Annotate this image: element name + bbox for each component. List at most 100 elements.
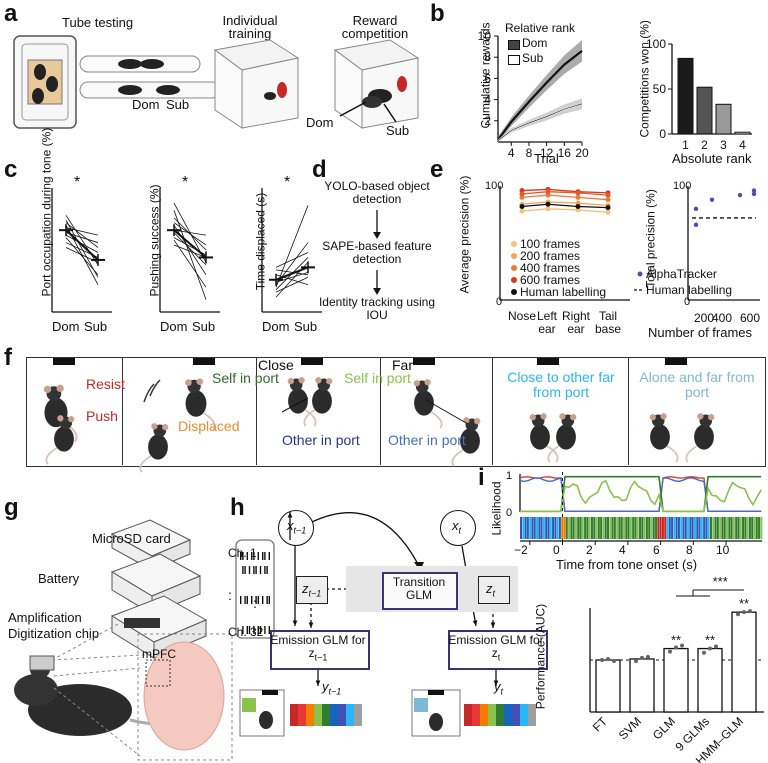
f-mouse-icon — [451, 417, 481, 467]
panel-label-c: c — [4, 156, 18, 183]
c-pair-line — [275, 276, 309, 293]
f-mouse-icon — [649, 413, 679, 463]
f-mouse-part — [56, 384, 64, 393]
h-spike — [257, 552, 259, 560]
b-line-xtick-label: 16 — [558, 146, 572, 160]
c-pair-line — [65, 237, 99, 276]
e-precision-point — [605, 197, 611, 203]
i-bar-3 — [697, 647, 723, 713]
c-pair-line — [173, 244, 207, 258]
h-spike — [255, 566, 257, 574]
h-transition-label: Transition GLM — [392, 575, 446, 602]
i-sig-star: ** — [705, 633, 715, 648]
i-bar-category-label: FT — [590, 714, 611, 735]
c-pair-line — [173, 222, 207, 246]
panel-label-d: d — [312, 156, 327, 183]
i-state-bar — [558, 517, 561, 539]
f-close-to-other: Close to other far from port — [507, 369, 615, 400]
i-state-bar — [531, 517, 534, 539]
i-bar-point — [668, 649, 672, 654]
f-mouse-part — [697, 413, 704, 420]
i-bar-1 — [629, 658, 655, 713]
f-mouse-part — [203, 412, 216, 431]
b-bar-ytick-label: 100 — [646, 37, 666, 51]
i-state-bar — [520, 517, 522, 539]
h-state-strip-t — [528, 704, 536, 726]
i-state-bar — [600, 517, 603, 539]
f-mouse-part — [162, 424, 169, 431]
i-state-bar — [698, 517, 701, 539]
f-mouse-part — [68, 416, 75, 423]
f-alone: Alone and far from port — [639, 369, 755, 400]
i-state-bar — [579, 517, 582, 539]
i-state-bar — [675, 517, 678, 539]
f-mouse-part — [529, 414, 536, 421]
f-mouse-icon — [287, 377, 317, 427]
i-state-bar — [568, 517, 571, 539]
h-spike — [255, 596, 257, 604]
f-mouse-icon — [45, 415, 75, 465]
f-far: Far — [392, 357, 413, 373]
i-ytick-0: 0 — [506, 507, 513, 519]
i-sig-star-top: *** — [713, 574, 728, 589]
i-state-bar — [693, 517, 696, 539]
panel-label-b: b — [430, 0, 445, 27]
i-state-bar — [522, 517, 525, 539]
h-channel-dots: : — [253, 595, 257, 611]
f-resist: Resist — [86, 376, 125, 392]
i-state-bar — [707, 517, 710, 539]
i-state-bar — [538, 517, 541, 539]
h-frame-t-color — [414, 698, 428, 712]
i-state-bar — [744, 517, 747, 539]
h-emission-prev-label: Emission GLM for zt−1 — [270, 633, 366, 663]
i-state-bar — [574, 517, 577, 539]
h-z-prev-node — [296, 576, 328, 604]
b-bar-category-label: 1 — [682, 138, 689, 152]
i-sig-star: ** — [671, 633, 681, 648]
reward-competition-label: Reward competition — [341, 13, 409, 41]
i-state-bar — [719, 517, 722, 539]
f-mice-illustration — [43, 358, 715, 473]
i-state-bar — [682, 517, 685, 539]
b-line-band-sub — [498, 98, 582, 142]
h-spike — [268, 552, 270, 560]
h-arrow-x-transition — [311, 512, 421, 569]
h-state-strip-t — [488, 704, 496, 726]
e-legend2-dot — [637, 271, 643, 277]
b-line-xtick-label: 12 — [540, 146, 554, 160]
e-legend2-human: Human labelling — [646, 283, 733, 297]
e-xlabel-2: Number of frames — [648, 325, 753, 340]
i-state-bar — [639, 517, 642, 539]
f-port-marker — [665, 358, 687, 365]
c-pair-line — [65, 227, 99, 236]
h-frame-prev-port — [262, 690, 278, 695]
h-spike — [268, 596, 270, 604]
i-bar-point — [702, 650, 706, 655]
i-state-bar — [526, 517, 529, 539]
f-mouse-part — [185, 379, 192, 386]
i-state-bar — [730, 517, 733, 539]
i-state-bar — [652, 517, 655, 539]
b-bar-category-label: 3 — [720, 138, 727, 152]
i-xtick-8: 8 — [686, 543, 693, 557]
e-precision-plots — [499, 186, 760, 301]
h-spike — [242, 626, 244, 634]
tube-sub-label: Sub — [166, 97, 190, 112]
f-mouse-part — [185, 390, 207, 417]
h-state-strip-t — [520, 704, 528, 726]
i-bar-category-label: GLM — [650, 714, 678, 742]
h-state-strip-t — [480, 704, 488, 726]
f-mouse-part — [413, 380, 420, 387]
c-xtick-dom-3: Dom — [262, 319, 290, 334]
i-bar-point — [634, 659, 638, 664]
i-state-bar — [611, 517, 614, 539]
e-precision-point — [519, 194, 525, 200]
i-state-bar — [545, 517, 548, 539]
h-x-prev: xt−1 — [287, 518, 307, 536]
e-alphatracker-point — [751, 191, 757, 197]
f-motion-stroke — [143, 383, 155, 403]
i-bar-point — [714, 644, 718, 649]
e-xtick-nose: Nose — [507, 309, 536, 323]
h-state-strip-prev — [322, 704, 330, 726]
